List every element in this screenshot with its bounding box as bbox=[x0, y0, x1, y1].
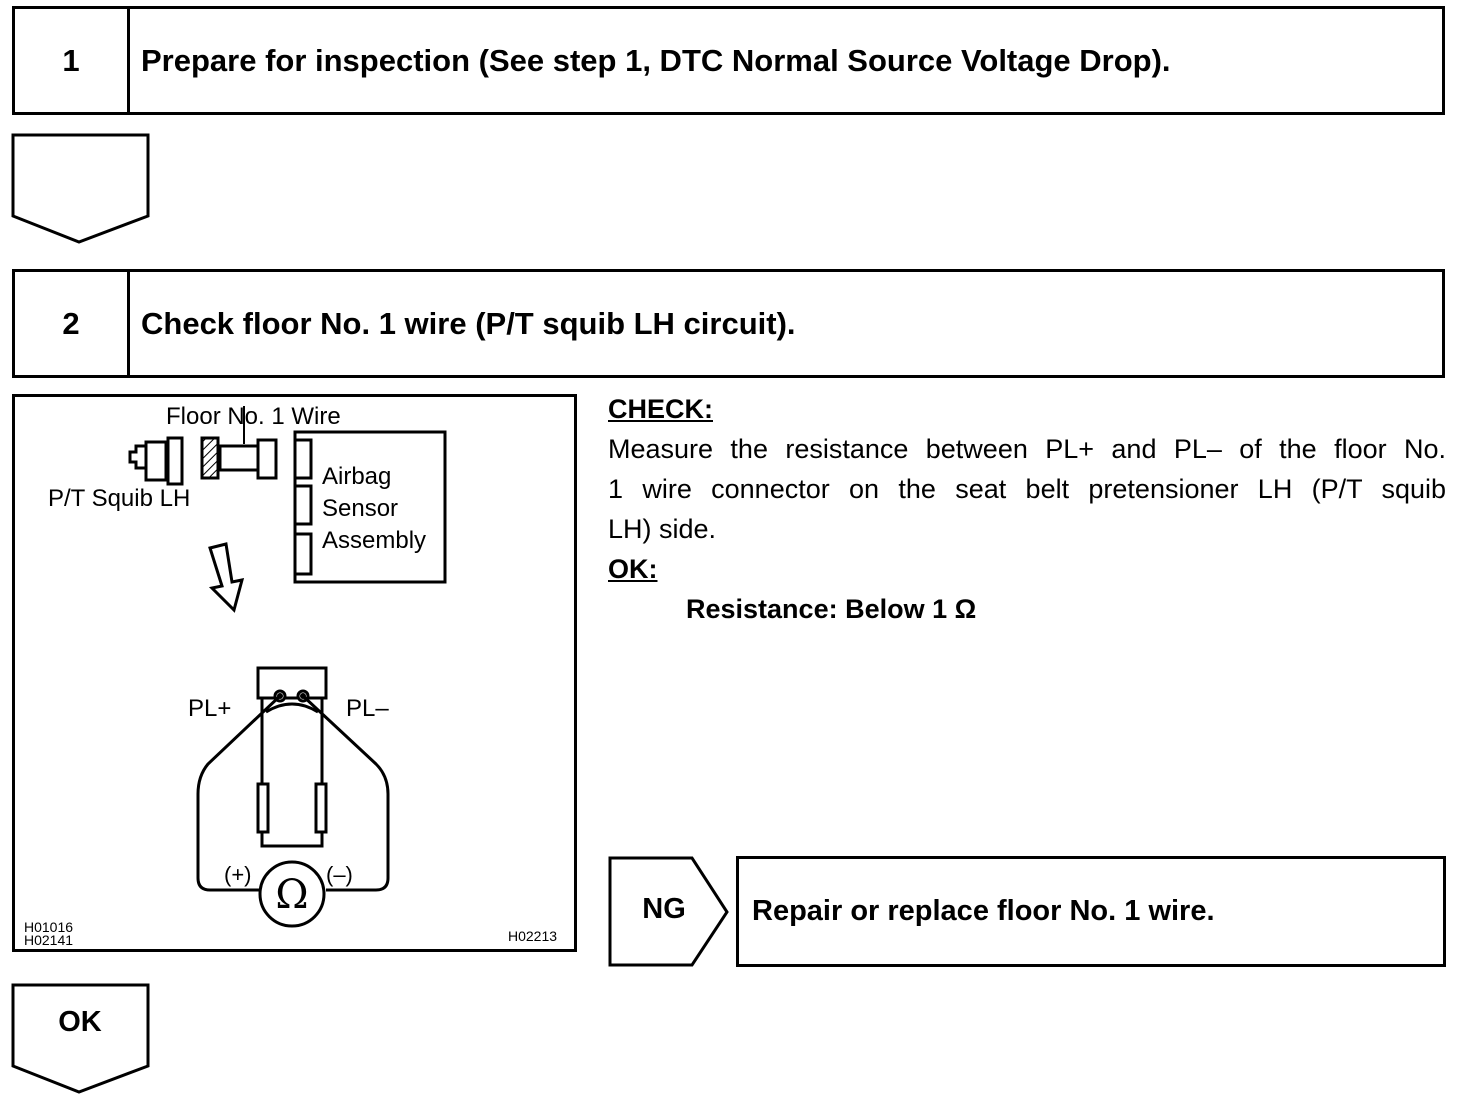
down-arrow-icon bbox=[208, 542, 245, 613]
figure-code-left-2: H02141 bbox=[24, 932, 73, 948]
meter-minus-label: (–) bbox=[326, 862, 353, 887]
flow-arrow-1 bbox=[11, 133, 150, 244]
ohm-symbol: Ω bbox=[275, 872, 308, 918]
floor-wire-connector bbox=[218, 438, 278, 480]
ok-heading: OK: bbox=[608, 554, 658, 584]
ok-arrow bbox=[11, 983, 150, 1094]
check-line-2: 1 wire connector on the seat belt preten… bbox=[608, 474, 1446, 504]
lead-positive bbox=[196, 694, 282, 892]
step-2-box: 2 Check floor No. 1 wire (P/T squib LH c… bbox=[12, 269, 1445, 378]
pl-plus-label: PL+ bbox=[188, 695, 231, 722]
sensor-label-line3: Assembly bbox=[322, 527, 426, 554]
ng-result-text: Repair or replace floor No. 1 wire. bbox=[752, 895, 1215, 927]
step-2-title: Check floor No. 1 wire (P/T squib LH cir… bbox=[141, 305, 796, 341]
sensor-label-line1: Airbag bbox=[322, 463, 391, 490]
lead-negative bbox=[301, 694, 390, 892]
floor-wire-label: Floor No. 1 Wire bbox=[166, 403, 341, 430]
ok-arrow-label: OK bbox=[58, 1006, 102, 1038]
airbag-sensor-assembly bbox=[293, 430, 447, 584]
check-heading: CHECK: bbox=[608, 394, 713, 424]
figure-code-left-1: H01016 bbox=[24, 919, 73, 935]
ng-label: NG bbox=[642, 893, 686, 925]
inspection-diagram: Floor No. 1 Wire P/T Squib LH Airbag Sen… bbox=[12, 394, 577, 952]
figure-code-right: H02213 bbox=[508, 928, 557, 944]
sensor-label-line2: Sensor bbox=[322, 495, 398, 522]
ng-result-box: Repair or replace floor No. 1 wire. bbox=[736, 856, 1446, 967]
step-1-title: Prepare for inspection (See step 1, DTC … bbox=[141, 42, 1171, 78]
pl-minus-label: PL– bbox=[346, 695, 389, 722]
check-line-3: LH) side. bbox=[608, 514, 717, 544]
squib-label: P/T Squib LH bbox=[48, 485, 190, 512]
step-1-number: 1 bbox=[15, 9, 130, 112]
ng-arrow bbox=[608, 856, 729, 967]
resistance-spec: Resistance: Below 1 Ω bbox=[686, 594, 977, 624]
wire-connector-end-view bbox=[256, 666, 328, 848]
ohmmeter-icon bbox=[258, 860, 326, 928]
squib-connector bbox=[128, 436, 184, 486]
meter-plus-label: (+) bbox=[224, 862, 252, 887]
step-1-box: 1 Prepare for inspection (See step 1, DT… bbox=[12, 6, 1445, 115]
wire-connector-hatched bbox=[200, 436, 220, 480]
check-line-1: Measure the resistance between PL+ and P… bbox=[608, 434, 1446, 464]
step-2-number: 2 bbox=[15, 272, 130, 375]
